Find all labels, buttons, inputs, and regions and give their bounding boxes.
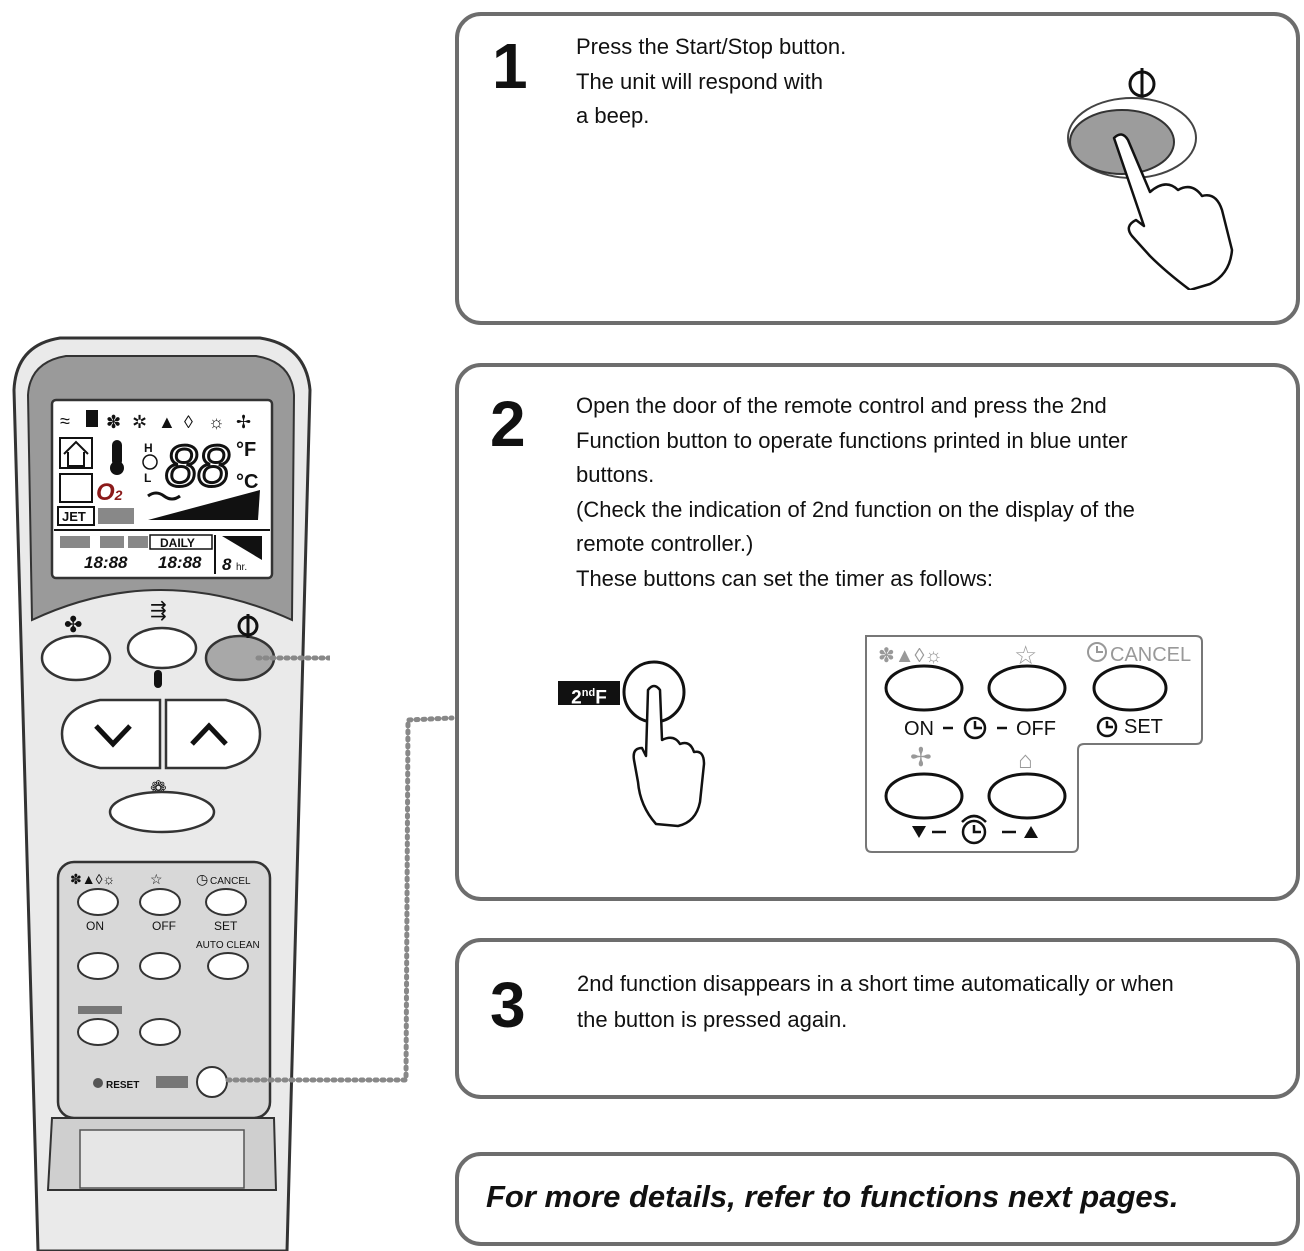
set-label: SET bbox=[1124, 716, 1163, 738]
up-arrow-icon bbox=[1024, 826, 1038, 838]
lcd-time-b: 18:88 bbox=[158, 553, 202, 572]
timer-on-label: ON bbox=[904, 718, 934, 740]
panel-off-label: OFF bbox=[152, 919, 176, 933]
second-function-badge: 2ndF bbox=[558, 681, 620, 708]
temp-down-button bbox=[60, 698, 162, 770]
lcd-o2-label: O2 bbox=[96, 479, 123, 506]
step-3-number: 3 bbox=[490, 969, 526, 1041]
step-1-text: Press the Start/Stop button. The unit wi… bbox=[576, 34, 847, 128]
step-1-box bbox=[455, 12, 1300, 325]
thermometer-icon bbox=[154, 670, 162, 688]
remote-lcd-screen bbox=[50, 398, 274, 580]
cancel-clock-icon bbox=[1087, 642, 1107, 662]
timer-off-button bbox=[987, 664, 1067, 712]
connector-dotted-lines bbox=[255, 655, 330, 661]
more-details-note: For more details, refer to functions nex… bbox=[486, 1179, 1179, 1214]
svg-text:✲: ✲ bbox=[132, 412, 147, 432]
step-1-number: 1 bbox=[492, 30, 528, 102]
lcd-mode-icons: ≈ ✽ ✲ ▲ ◊ ☼ ✢ bbox=[60, 410, 251, 432]
step-3-box bbox=[455, 938, 1300, 1099]
fan-icon: ✢ bbox=[910, 742, 932, 772]
mode-icons-small: ✽▲◊☼ bbox=[70, 871, 115, 887]
timer-up-button bbox=[987, 772, 1067, 820]
lcd-hours-unit: hr. bbox=[236, 562, 247, 573]
alarm-clock-icon bbox=[961, 819, 987, 845]
connector-dotted-line-2 bbox=[225, 715, 455, 1083]
timer-off-label: OFF bbox=[1016, 718, 1056, 740]
mode-icons: ✽▲◊☼ bbox=[878, 645, 943, 667]
step-2-text: Open the door of the remote control and … bbox=[576, 393, 1135, 591]
star-icon: ☆ bbox=[1014, 640, 1037, 670]
svg-text:✢: ✢ bbox=[236, 412, 251, 432]
set-clock-icon bbox=[1096, 716, 1118, 738]
timer-button-panel: ✽▲◊☼ ☆ ✢ ⌂ CANCEL ON OFF SET bbox=[865, 635, 1203, 853]
down-arrow-icon bbox=[912, 826, 926, 838]
note-box bbox=[455, 1152, 1300, 1246]
panel-reset-label: RESET bbox=[106, 1080, 139, 1091]
panel-auto-clean-label: AUTO CLEAN bbox=[196, 940, 260, 951]
star-icon-small: ☆ bbox=[150, 871, 163, 887]
panel-set-label: SET bbox=[214, 919, 238, 933]
press-power-hand-illustration bbox=[1067, 68, 1234, 290]
lcd-time-a: 18:88 bbox=[84, 553, 128, 572]
step-3-text: 2nd function disappears in a short time … bbox=[577, 971, 1174, 1032]
svg-text:✽: ✽ bbox=[106, 412, 121, 432]
lcd-daily-label: DAILY bbox=[160, 536, 195, 550]
timer-on-button bbox=[884, 664, 964, 712]
lcd-jet-label: JET bbox=[62, 509, 86, 524]
lcd-unit-c: °C bbox=[236, 471, 258, 493]
lcd-unit-f: °F bbox=[236, 439, 256, 461]
cancel-set-button bbox=[1092, 664, 1168, 712]
svg-text:◊: ◊ bbox=[184, 412, 193, 432]
lcd-hours: 8 bbox=[222, 555, 232, 574]
svg-text:≈: ≈ bbox=[60, 411, 70, 431]
clock-icon-small: ◷ bbox=[196, 871, 208, 887]
fan-swirl-icon: ✤ bbox=[64, 612, 82, 637]
svg-text:▲: ▲ bbox=[158, 412, 176, 432]
lcd-fan-level-bars bbox=[148, 490, 260, 520]
remote-top-buttons bbox=[40, 626, 276, 682]
svg-text:☼: ☼ bbox=[208, 412, 225, 432]
temp-up-button bbox=[164, 698, 262, 770]
timer-down-button bbox=[884, 772, 964, 820]
panel-cancel-label: CANCEL bbox=[210, 876, 251, 887]
power-icon bbox=[1128, 68, 1156, 100]
cancel-label: CANCEL bbox=[1110, 644, 1191, 666]
lcd-humidity-high: H bbox=[144, 441, 153, 455]
remote-control-illustration: ≈ ✽ ✲ ▲ ◊ ☼ ✢ O2 H L 88 °F °C JET DAILY … bbox=[12, 336, 330, 1251]
power-icon bbox=[237, 614, 259, 638]
fan-speed-button bbox=[108, 790, 216, 834]
airflow-icon: ⇶ bbox=[150, 600, 167, 622]
panel-on-label: ON bbox=[86, 919, 104, 933]
step-2-number: 2 bbox=[490, 388, 526, 460]
timer-clock-icon bbox=[963, 716, 987, 740]
lcd-humidity-low: L bbox=[144, 471, 151, 485]
home-icon: ⌂ bbox=[1018, 747, 1033, 774]
lcd-temperature-digits: 88 bbox=[165, 434, 230, 499]
press-second-function-hand-illustration bbox=[622, 660, 706, 828]
